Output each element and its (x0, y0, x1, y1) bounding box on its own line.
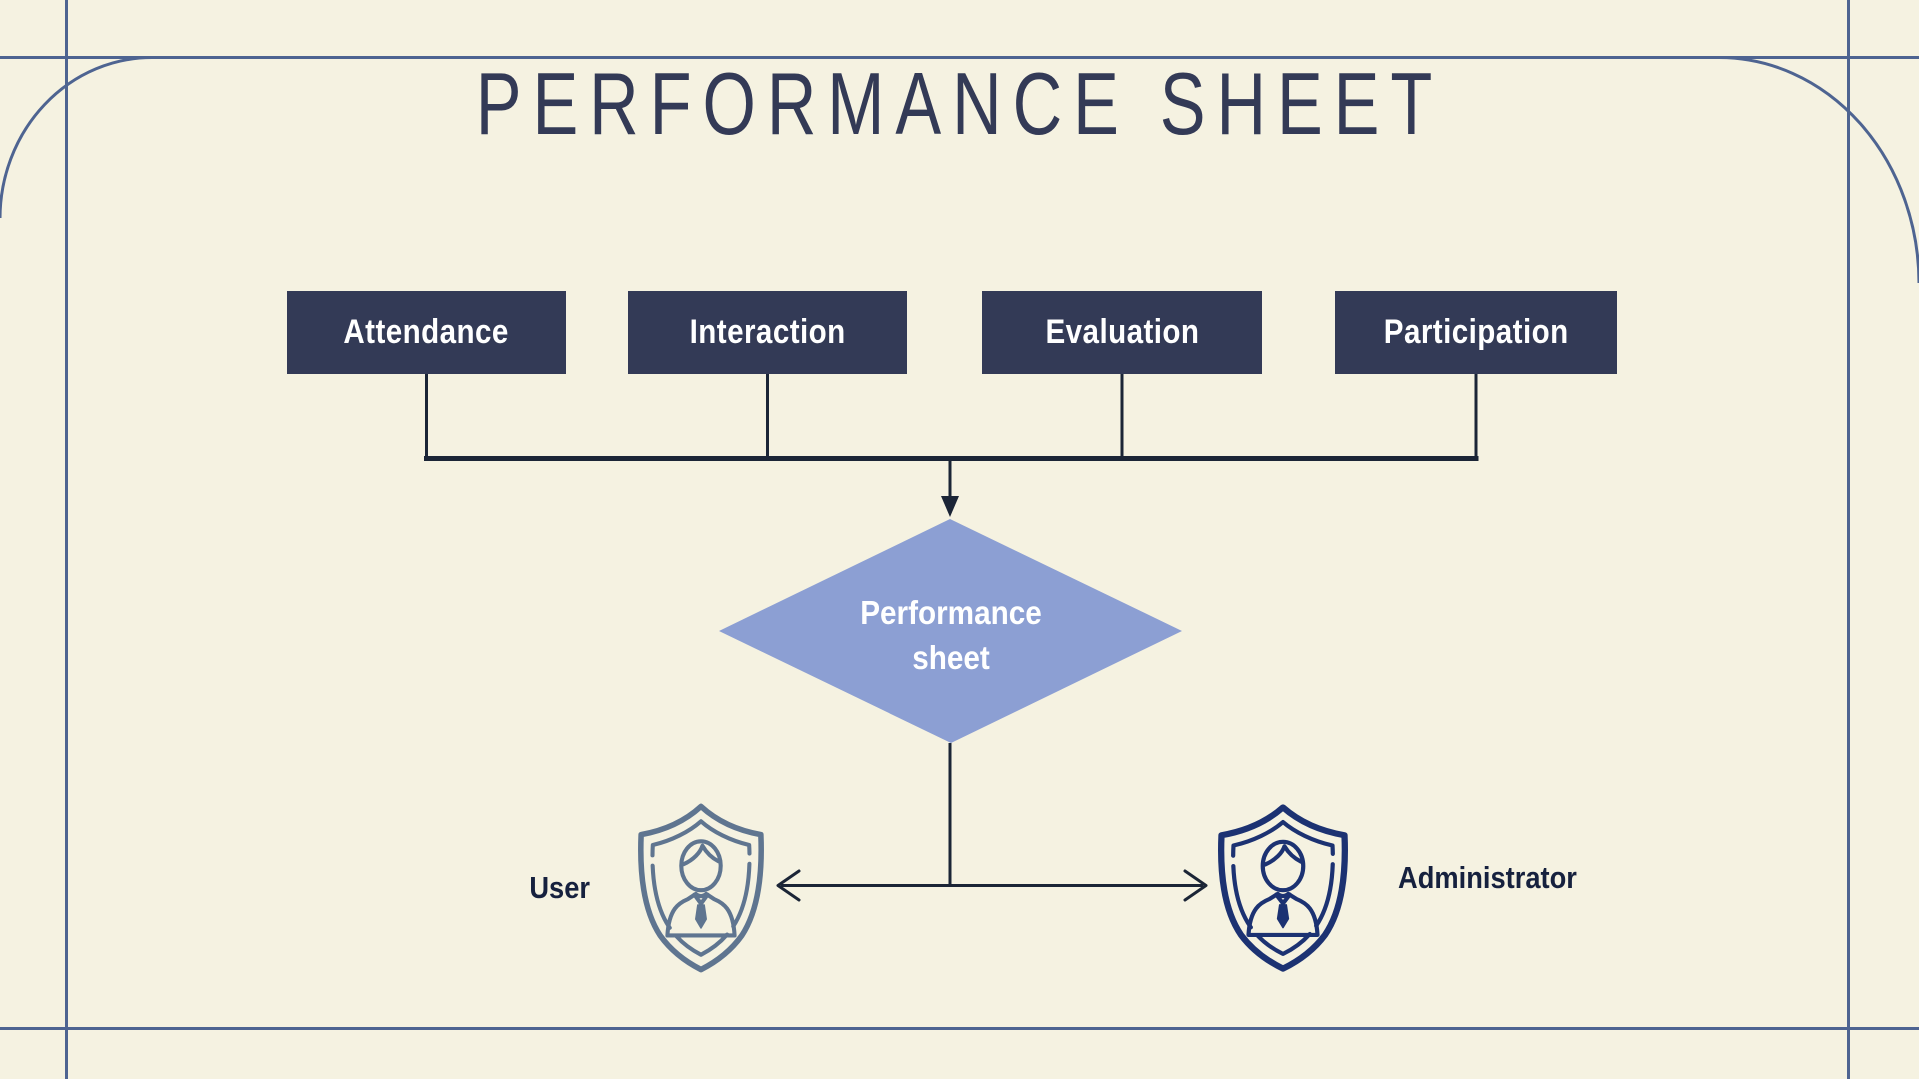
arrowhead-right-icon (1183, 869, 1208, 902)
decision-diamond-shape (719, 519, 1182, 743)
user-shield-person-icon (638, 803, 764, 973)
decision-label-line1: Performance (860, 594, 1042, 631)
box-evaluation-label: Evaluation (1045, 313, 1199, 351)
corner-arc-top-right (1718, 56, 1919, 284)
arrowhead-left-icon (776, 869, 801, 902)
box-evaluation: Evaluation (982, 291, 1262, 374)
arrowhead-down-icon (941, 496, 959, 517)
box-attendance: Attendance (287, 291, 566, 374)
page-title: PERFORMANCE SHEET (475, 54, 1444, 153)
administrator-label: Administrator (1398, 860, 1577, 895)
box-interaction: Interaction (628, 291, 907, 374)
box-attendance-label: Attendance (343, 313, 510, 351)
box-participation-label: Participation (1383, 313, 1569, 351)
user-label: User (529, 870, 590, 905)
decision-diamond-label: Performance sheet (816, 590, 1086, 680)
corner-arc-top-left (0, 56, 153, 219)
decision-label-line2: sheet (912, 639, 990, 676)
box-participation: Participation (1335, 291, 1617, 374)
administrator-shield-person-icon (1218, 804, 1348, 972)
box-interaction-label: Interaction (689, 313, 846, 351)
